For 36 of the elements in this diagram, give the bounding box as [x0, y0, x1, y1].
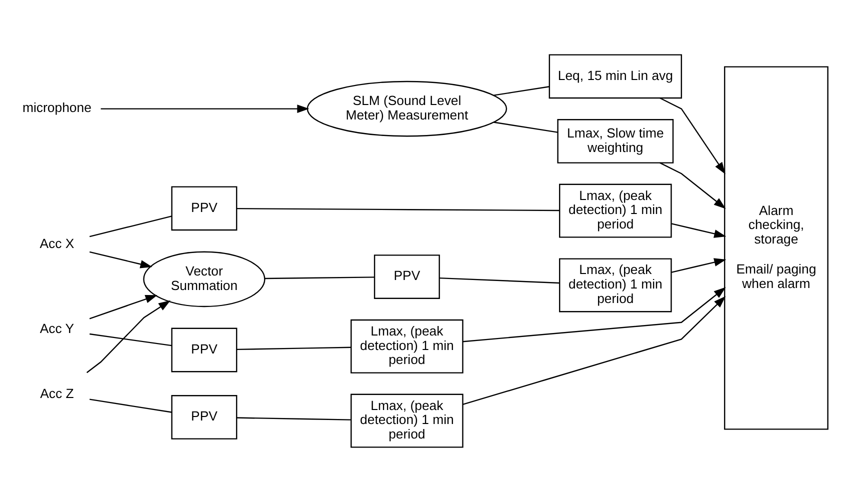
connector — [439, 277, 560, 284]
node-box: Alarm checking, storage Email/ paging when alarm — [724, 66, 828, 430]
arrow — [86, 300, 171, 374]
node-text: Acc Z — [40, 386, 74, 401]
arrow — [462, 287, 726, 342]
arrow — [89, 251, 152, 268]
node-text: Acc X — [40, 236, 74, 251]
arrow — [89, 295, 158, 320]
node-ellipse: SLM (Sound Level Meter) Measurement — [306, 80, 508, 137]
node-box: Leq, 15 min Lin avg — [548, 54, 682, 99]
connector — [236, 417, 351, 420]
node-box: PPV — [374, 254, 440, 299]
node-box: PPV — [171, 395, 238, 440]
arrow — [100, 104, 310, 113]
arrow — [462, 296, 726, 406]
node-box: PPV — [171, 328, 238, 372]
connector — [236, 346, 351, 350]
connector — [90, 333, 172, 346]
node-text: microphone — [22, 100, 92, 116]
connector — [90, 398, 172, 413]
node-box: Lmax, (peak detection) 1 min period — [350, 319, 464, 374]
node-text: Acc Y — [40, 320, 74, 336]
connector — [264, 276, 374, 280]
arrow — [660, 162, 726, 209]
connector — [89, 216, 172, 238]
node-box: Lmax, (peak detection) 1 min period — [559, 258, 672, 312]
connector — [494, 86, 550, 96]
node-box: Lmax, Slow time weighting — [557, 119, 674, 164]
connector — [494, 122, 558, 133]
arrow — [671, 258, 726, 273]
node-box: PPV — [171, 186, 238, 231]
arrow — [671, 223, 726, 238]
node-box: Lmax, (peak detection) 1 min period — [350, 394, 464, 448]
connector — [236, 208, 560, 212]
node-box: Lmax, (peak detection) 1 min period — [559, 184, 672, 238]
arrow — [660, 97, 726, 174]
